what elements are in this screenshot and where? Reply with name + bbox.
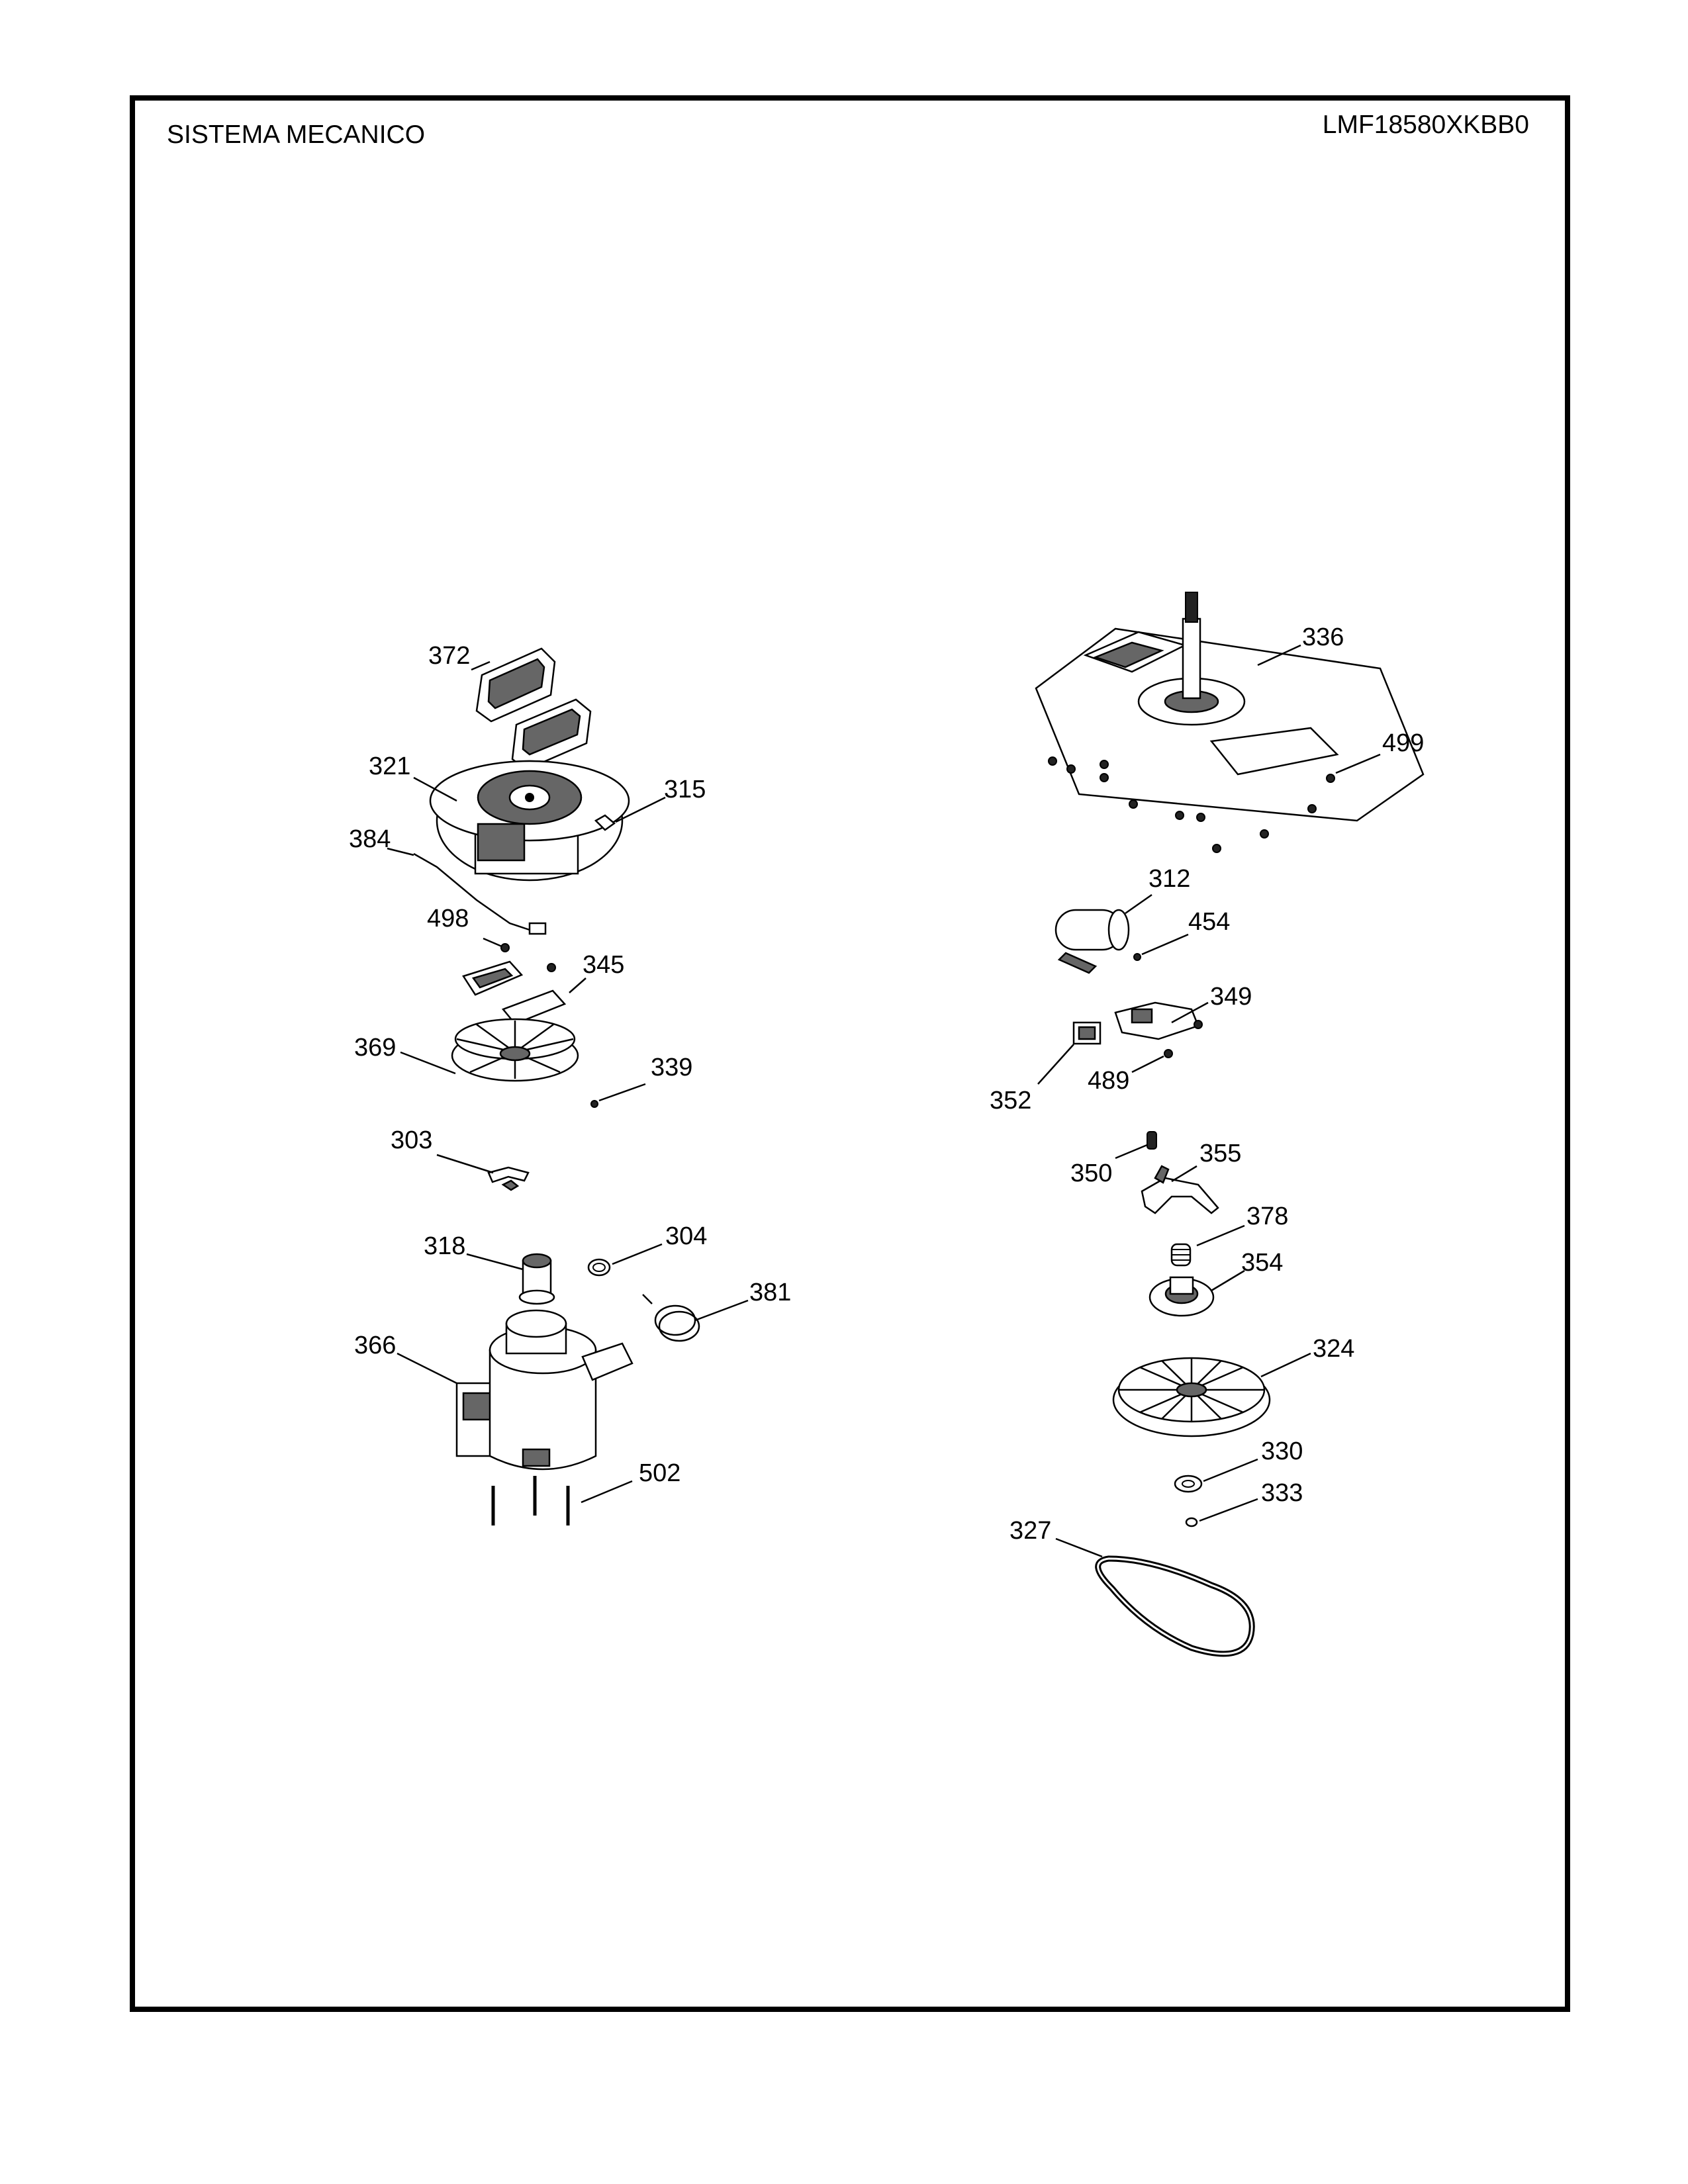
callout-324: 324	[1313, 1335, 1354, 1363]
part-303-clamp	[487, 1166, 530, 1191]
part-312-capacitor	[1055, 909, 1130, 974]
model-number: LMF18580XKBB0	[1322, 111, 1529, 139]
callout-312: 312	[1149, 865, 1190, 893]
callout-369: 369	[354, 1034, 396, 1062]
callout-345: 345	[583, 951, 624, 979]
part-366-pump	[455, 1309, 633, 1471]
callout-498: 498	[427, 905, 469, 933]
part-349-bracket	[1114, 1001, 1203, 1040]
callout-355: 355	[1199, 1140, 1241, 1167]
part-327-belt	[1095, 1555, 1255, 1657]
callout-381: 381	[749, 1279, 791, 1306]
callout-454: 454	[1188, 908, 1230, 936]
part-498-screw	[500, 943, 510, 952]
part-369-fan	[451, 1018, 579, 1082]
part-384-wire-harness	[413, 852, 547, 935]
callout-372: 372	[428, 642, 470, 670]
callout-502: 502	[639, 1459, 680, 1487]
part-354-clutch	[1149, 1276, 1215, 1317]
callout-489: 489	[1088, 1067, 1129, 1095]
callout-378: 378	[1246, 1203, 1288, 1230]
part-324-pulley	[1112, 1357, 1271, 1437]
callout-333: 333	[1261, 1479, 1303, 1507]
callout-315: 315	[664, 776, 706, 803]
part-502-screws	[491, 1476, 570, 1525]
part-315-clip	[594, 814, 616, 831]
part-499-screws	[1048, 756, 1335, 853]
callout-321: 321	[369, 752, 410, 780]
part-321-motor	[429, 760, 630, 882]
callout-303: 303	[391, 1126, 432, 1154]
part-339-washer	[590, 1100, 598, 1108]
part-454-screw	[1133, 953, 1141, 961]
callout-384: 384	[349, 825, 391, 853]
callout-349: 349	[1210, 983, 1252, 1011]
callout-318: 318	[424, 1232, 465, 1260]
part-489-screw	[1164, 1049, 1173, 1058]
part-350-spring	[1147, 1131, 1157, 1150]
part-355-shift-fork	[1141, 1165, 1219, 1214]
part-333-ring	[1185, 1517, 1198, 1527]
part-304-clamp	[587, 1258, 611, 1277]
part-352-switch	[1072, 1021, 1102, 1045]
callout-499: 499	[1382, 729, 1424, 757]
part-372-motor-brackets	[475, 647, 592, 771]
callout-327: 327	[1009, 1517, 1051, 1545]
diagram-frame	[130, 95, 1570, 2012]
callout-352: 352	[990, 1087, 1031, 1115]
part-336-transmission-plate	[1035, 592, 1425, 822]
part-378-spring	[1170, 1243, 1192, 1267]
callout-304: 304	[665, 1222, 707, 1250]
callout-350: 350	[1070, 1160, 1112, 1187]
callout-339: 339	[651, 1054, 692, 1081]
callout-366: 366	[354, 1332, 396, 1359]
callout-336: 336	[1302, 623, 1344, 651]
part-318-valve	[518, 1253, 555, 1305]
callout-330: 330	[1261, 1437, 1303, 1465]
page-title: SISTEMA MECANICO	[167, 120, 426, 149]
part-330-washer	[1174, 1475, 1203, 1493]
callout-354: 354	[1241, 1249, 1283, 1277]
part-381-spring-clamp	[642, 1294, 700, 1342]
part-345-plates	[462, 960, 567, 1025]
